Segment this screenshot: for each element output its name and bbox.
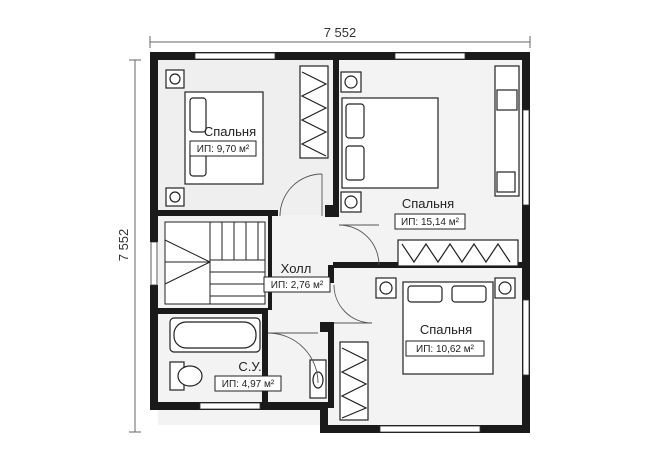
bedroom1-name: Спальня [204,124,256,139]
bedroom3-name: Спальня [420,322,472,337]
bedroom2-furniture [340,65,520,267]
bathroom-area-box [214,375,282,392]
height-dimension: 7 552 [116,229,131,262]
width-dimension: 7 552 [324,25,357,40]
wardrobe-2 [397,239,519,267]
hall-area-box [263,276,331,293]
windows [150,52,530,433]
bathroom-area: ИП: 4,97 м² [222,379,275,390]
dimension-lines [129,36,531,433]
doors [267,173,380,384]
bedroom1-area: ИП: 9,70 м² [197,144,250,155]
wardrobe-1 [299,65,329,159]
bedroom2-area: ИП: 15,14 м² [401,217,460,228]
hall-name: Холл [281,261,312,276]
bathroom-furniture [169,317,327,399]
hall-area: ИП: 2,76 м² [271,280,324,291]
bedroom2-area-box [394,213,466,230]
bathroom-name: С.У. [238,359,261,374]
bedroom3-area: ИП: 10,62 м² [416,344,475,355]
bedroom3-furniture [339,277,516,421]
plant-2 [496,89,518,111]
bedroom1-area-box [189,140,257,157]
bedroom2-name: Спальня [402,196,454,211]
bedroom3-area-box [405,340,485,357]
staircase [164,221,266,305]
